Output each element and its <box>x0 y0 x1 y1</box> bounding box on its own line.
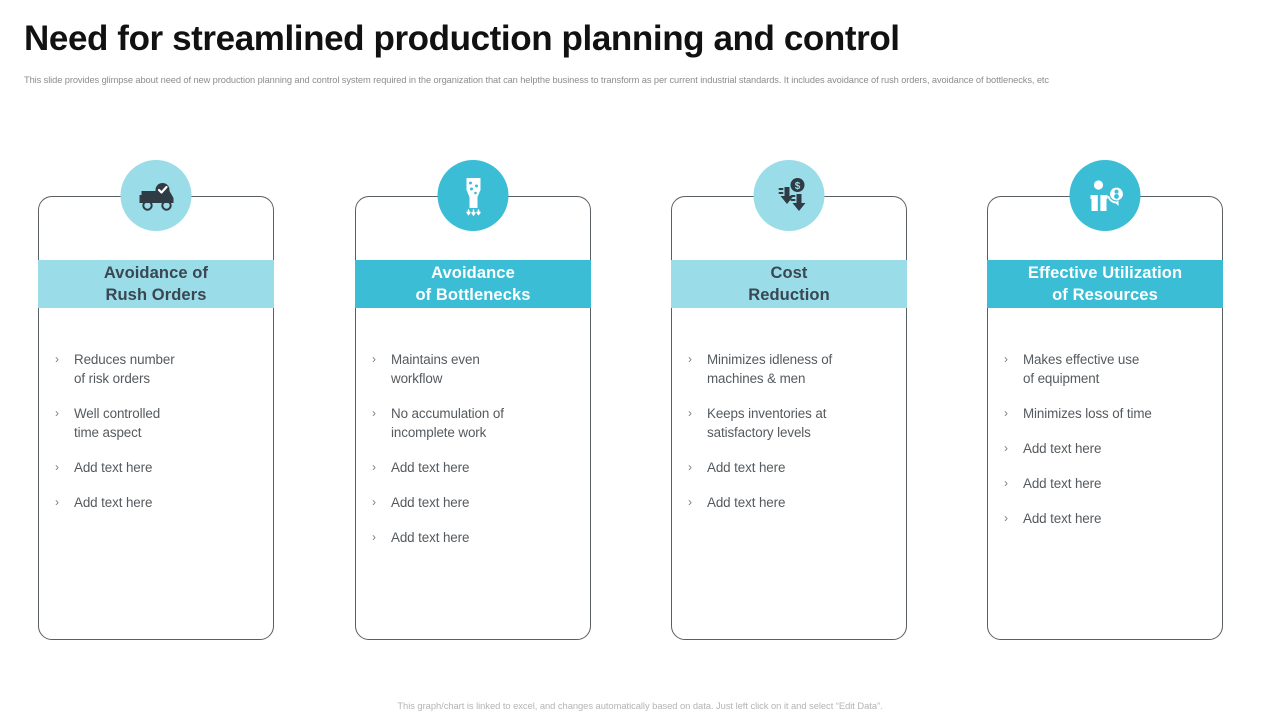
list-item-label: Minimizes loss of time <box>1023 406 1152 421</box>
list-item-label: Add text here <box>1023 476 1102 491</box>
resource-person-gears-icon <box>1069 160 1141 231</box>
list-item[interactable]: › Add text here <box>1001 439 1209 458</box>
chevron-right-icon: › <box>55 495 59 509</box>
chevron-right-icon: › <box>55 460 59 474</box>
list-item[interactable]: › Minimizes idleness of machines & men <box>685 350 893 388</box>
list-item-label: Add text here <box>707 460 786 475</box>
chevron-right-icon: › <box>1004 406 1008 420</box>
card-avoidance-of-bottlenecks[interactable]: Avoidance of Bottlenecks <box>355 160 591 640</box>
svg-text:$: $ <box>794 181 800 192</box>
chevron-right-icon: › <box>1004 441 1008 455</box>
card-title-line1: Cost <box>770 264 808 282</box>
card-cost-reduction[interactable]: Cost Reduction $ <box>671 160 907 640</box>
list-item-label: Keeps inventories at satisfactory levels <box>707 406 827 440</box>
list-item-label: Add text here <box>707 495 786 510</box>
list-item[interactable]: › Makes effective use of equipment <box>1001 350 1209 388</box>
chevron-right-icon: › <box>1004 352 1008 366</box>
chevron-right-icon: › <box>55 352 59 366</box>
card-banner: Avoidance of Rush Orders <box>38 260 274 308</box>
list-item-label: Add text here <box>391 460 470 475</box>
list-item-label: Maintains even workflow <box>391 352 480 386</box>
list-item[interactable]: › Maintains even workflow <box>369 350 577 388</box>
list-item-label: Minimizes idleness of machines & men <box>707 352 833 386</box>
card-bullet-list: › Reduces number of risk orders › Well c… <box>38 350 274 528</box>
chevron-right-icon: › <box>372 352 376 366</box>
list-item-label: Add text here <box>391 530 470 545</box>
list-item-label: Well controlled time aspect <box>74 406 161 440</box>
list-item[interactable]: › Add text here <box>52 493 260 512</box>
card-title-line2: Rush Orders <box>105 286 207 304</box>
chevron-right-icon: › <box>372 460 376 474</box>
page-subtitle: This slide provides glimpse about need o… <box>24 75 1049 85</box>
list-item[interactable]: › Well controlled time aspect <box>52 404 260 442</box>
list-item[interactable]: › Add text here <box>369 528 577 547</box>
chevron-right-icon: › <box>372 406 376 420</box>
chevron-right-icon: › <box>688 352 692 366</box>
page-title: Need for streamlined production planning… <box>24 19 900 58</box>
card-bullet-list: › Makes effective use of equipment › Min… <box>987 350 1223 544</box>
chevron-right-icon: › <box>372 495 376 509</box>
cards-row: Avoidance of Rush Orders › <box>0 160 1280 650</box>
card-effective-utilization-of-resources[interactable]: Effective Utilization of Resources <box>987 160 1223 640</box>
chevron-right-icon: › <box>688 406 692 420</box>
card-banner: Avoidance of Bottlenecks <box>355 260 591 308</box>
list-item[interactable]: › Reduces number of risk orders <box>52 350 260 388</box>
list-item-label: Add text here <box>391 495 470 510</box>
card-banner: Cost Reduction <box>671 260 907 308</box>
list-item-label: Add text here <box>1023 511 1102 526</box>
delivery-truck-check-icon <box>120 160 192 231</box>
list-item-label: Makes effective use of equipment <box>1023 352 1140 386</box>
bottleneck-funnel-icon <box>437 160 509 231</box>
card-avoidance-of-rush-orders[interactable]: Avoidance of Rush Orders › <box>38 160 274 640</box>
list-item[interactable]: › Add text here <box>52 458 260 477</box>
list-item[interactable]: › Add text here <box>369 493 577 512</box>
card-title-line2: Reduction <box>748 286 830 304</box>
card-title-line1: Effective Utilization <box>1027 264 1183 282</box>
chevron-right-icon: › <box>1004 511 1008 525</box>
chevron-right-icon: › <box>372 530 376 544</box>
list-item-label: No accumulation of incomplete work <box>391 406 504 440</box>
chevron-right-icon: › <box>688 460 692 474</box>
card-bullet-list: › Minimizes idleness of machines & men ›… <box>671 350 907 528</box>
chevron-right-icon: › <box>1004 476 1008 490</box>
list-item-label: Add text here <box>74 495 153 510</box>
list-item[interactable]: › Add text here <box>1001 474 1209 493</box>
list-item[interactable]: › Add text here <box>685 458 893 477</box>
chevron-right-icon: › <box>688 495 692 509</box>
card-title-line2: of Bottlenecks <box>415 286 531 304</box>
list-item[interactable]: › No accumulation of incomplete work <box>369 404 577 442</box>
list-item-label: Add text here <box>1023 441 1102 456</box>
list-item[interactable]: › Keeps inventories at satisfactory leve… <box>685 404 893 442</box>
footer-note: This graph/chart is linked to excel, and… <box>397 700 883 711</box>
card-title-line2: of Resources <box>1052 286 1158 304</box>
card-banner: Effective Utilization of Resources <box>987 260 1223 308</box>
list-item-label: Add text here <box>74 460 153 475</box>
card-title-line1: Avoidance of <box>103 264 209 282</box>
list-item-label: Reduces number of risk orders <box>74 352 175 386</box>
cost-down-arrows-coin-icon: $ <box>753 160 825 231</box>
list-item[interactable]: › Add text here <box>685 493 893 512</box>
card-bullet-list: › Maintains even workflow › No accumulat… <box>355 350 591 563</box>
list-item[interactable]: › Add text here <box>369 458 577 477</box>
list-item[interactable]: › Add text here <box>1001 509 1209 528</box>
list-item[interactable]: › Minimizes loss of time <box>1001 404 1209 423</box>
chevron-right-icon: › <box>55 406 59 420</box>
card-title-line1: Avoidance <box>431 264 515 282</box>
